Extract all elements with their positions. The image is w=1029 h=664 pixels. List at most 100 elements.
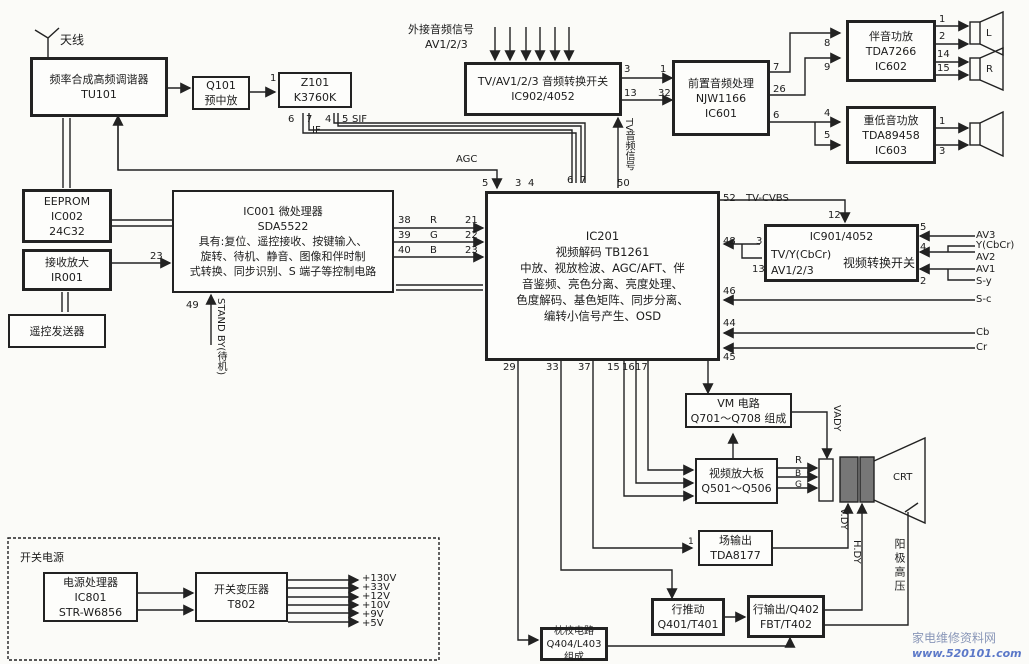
audio-pre-pin-1: 1 <box>660 64 667 75</box>
video-switch-pin-4: 4 <box>920 242 927 253</box>
psu-out-33v: +33V <box>362 582 390 593</box>
saw-filter-block: Z101 K3760K <box>278 72 352 108</box>
decoder-desc-2: 音鉴频、亮色分离、亮度处理、 <box>522 277 683 291</box>
hdy-label: H.DY <box>851 540 862 564</box>
psu-out-5v: +5V <box>362 618 384 629</box>
decoder-desc-1: 中放、视放检波、AGC/AFT、伴 <box>520 261 685 275</box>
saw-pin-1: 1 <box>270 73 277 84</box>
decoder-pin-52: 52 <box>723 193 736 204</box>
amp-main-model: TDA7266 <box>865 44 917 58</box>
amp-sub-part: IC603 <box>875 143 907 157</box>
if-label: IF <box>312 125 321 136</box>
psu-xfmr-title: 开关变压器 <box>214 583 269 596</box>
video-switch-title: 视频转换开关 <box>843 256 916 270</box>
pincushion-sub: Q404/L403 组成 <box>546 638 602 663</box>
video-switch-pin-5: 5 <box>920 222 927 233</box>
vert-out-model: TDA8177 <box>710 549 761 562</box>
rgb-out-40: 40 <box>398 245 411 256</box>
h-drive-title: 行推动 <box>671 603 705 616</box>
amp-main-pin-1: 1 <box>939 14 946 25</box>
video-switch-pin-12: 12 <box>828 210 841 221</box>
psu-xfmr-part: T802 <box>227 598 256 611</box>
eeprom-block: EEPROM IC002 24C32 <box>22 189 112 243</box>
decoder-pin-44: 44 <box>723 318 736 329</box>
eeprom-title: EEPROM <box>43 194 91 208</box>
rgb-in-23: 23 <box>465 245 478 256</box>
vert-out-title: 场输出 <box>719 534 752 547</box>
mcu-pin-49: 49 <box>186 300 199 311</box>
watermark-url: www.520101.com <box>912 647 1022 660</box>
video-amp-sub: Q501～Q506 <box>701 482 772 495</box>
speaker-right-label: R <box>986 64 993 75</box>
vdy-label: V.DY <box>838 508 849 530</box>
preamp-part: Q101 <box>206 79 236 92</box>
vert-out-block: 场输出 TDA8177 <box>698 530 773 566</box>
psu-proc-part: IC801 <box>74 590 107 604</box>
saw-pin-7: 7 <box>306 114 313 125</box>
decoder-pin-6: 6 <box>567 175 574 186</box>
decoder-block: IC201 视频解码 TB1261 中放、视放检波、AGC/AFT、伴 音鉴频、… <box>485 191 720 361</box>
decoder-pin-46: 46 <box>723 286 736 297</box>
standby-label: STAND BY(待机) <box>215 298 226 376</box>
audio-pre-pin-7: 7 <box>773 62 780 73</box>
input-cr: Cr <box>976 342 988 353</box>
h-drive-block: 行推动 Q401/T401 <box>651 598 725 636</box>
preamp-block: Q101 预中放 <box>192 76 250 110</box>
saw-pin-6: 6 <box>288 114 295 125</box>
vm-sub: Q701～Q708 组成 <box>690 411 787 425</box>
saw-model: K3760K <box>293 91 337 104</box>
amp-sub-pin-1: 1 <box>939 116 946 127</box>
decoder-pin-4: 4 <box>528 178 535 189</box>
psu-proc-model: STR-W6856 <box>58 605 123 619</box>
saw-part: Z101 <box>300 76 330 89</box>
audio-pre-pin-26: 26 <box>773 84 786 95</box>
video-amp-sig-b: B <box>795 469 802 479</box>
audio-pre-pin-6: 6 <box>773 110 780 121</box>
ext-audio-title: 外接音频信号 <box>408 23 474 36</box>
video-switch-part: IC901/4052 <box>809 230 874 243</box>
mcu-model: SDA5522 <box>257 220 309 233</box>
vady-label: VADY <box>831 405 842 432</box>
input-s-y: S-y <box>976 276 992 287</box>
amp-sub-block: 重低音功放 TDA89458 IC603 <box>846 106 936 164</box>
amp-sub-model: TDA89458 <box>862 128 920 142</box>
video-amp-title: 视频放大板 <box>709 467 764 480</box>
speaker-right-icon <box>969 46 1004 92</box>
ir-amp-block: 接收放大 IR001 <box>22 249 112 291</box>
tuner-block: 频率合成高频调谐器 TU101 <box>30 57 168 117</box>
video-amp-sig-g: G <box>795 480 802 490</box>
psu-out-10v: +10V <box>362 600 390 611</box>
pincushion-title: 枕校电路 <box>554 625 594 637</box>
vm-title: VM 电路 <box>717 396 760 410</box>
amp-sub-pin-5: 5 <box>824 130 831 141</box>
tv-audio-label: TV音频信号 <box>623 118 634 171</box>
audio-pre-part: IC601 <box>705 106 737 120</box>
amp-main-title: 伴音功放 <box>869 29 913 43</box>
rgb-sig-r: R <box>430 215 437 226</box>
amp-main-pin-2: 2 <box>939 31 946 42</box>
video-switch-pin-2: 2 <box>920 276 927 287</box>
video-amp-sig-r: R <box>795 455 802 466</box>
remote-title: 遥控发送器 <box>29 324 85 338</box>
tv-cvbs-label: TV-CVBS <box>746 193 789 204</box>
saw-pin-4: 4 <box>325 114 332 125</box>
amp-main-pin-8: 8 <box>824 38 831 49</box>
audio-pre-model: NJW1166 <box>695 91 747 105</box>
psu-proc-block: 电源处理器 IC801 STR-W6856 <box>43 572 138 622</box>
psu-out-9v: +9V <box>362 609 384 620</box>
psu-xfmr-block: 开关变压器 T802 <box>195 572 288 622</box>
amp-sub-title: 重低音功放 <box>863 113 919 127</box>
psu-proc-title: 电源处理器 <box>63 575 118 589</box>
input-av1: AV1 <box>976 264 996 275</box>
vert-out-pin-1: 1 <box>688 537 694 547</box>
mcu-desc-1: 具有:复位、遥控接收、按键输入、 <box>198 235 368 248</box>
audio-switch-pin-13: 13 <box>624 88 637 99</box>
mcu-title: IC001 微处理器 <box>243 205 323 218</box>
ir-amp-part: IR001 <box>51 271 83 284</box>
decoder-pin-50: 50 <box>617 178 630 189</box>
vm-block: VM 电路 Q701～Q708 组成 <box>685 393 792 428</box>
antenna-icon <box>34 27 60 57</box>
input-cb: Cb <box>976 327 990 338</box>
speaker-left-icon <box>969 10 1004 57</box>
